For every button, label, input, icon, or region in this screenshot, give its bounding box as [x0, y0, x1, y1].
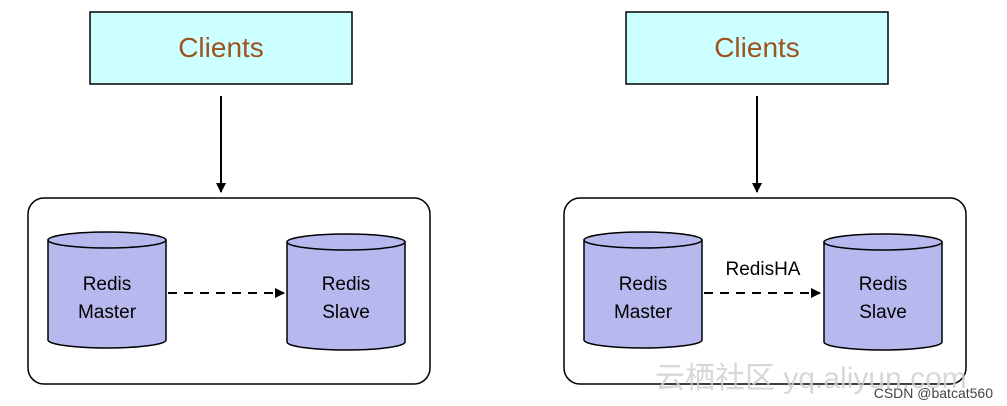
- clients-box: [89, 11, 353, 85]
- redis-master-label-line1: Redis: [619, 274, 668, 295]
- redis-master-cylinder: Redis Master: [583, 231, 703, 349]
- redisha-link-label: RedisHA: [726, 259, 801, 280]
- clients-label: Clients: [714, 32, 800, 63]
- redis-master-label-line2: Master: [614, 302, 673, 323]
- redis-slave-label-line2: Slave: [859, 302, 907, 323]
- redis-master-cylinder: Redis Master: [47, 231, 167, 349]
- site-watermark: 云栖社区 yq.aliyun.com: [655, 362, 967, 395]
- redis-slave-label-line1: Redis: [322, 274, 371, 295]
- diagram-left: Clients Redis Master Redis Slave: [27, 11, 431, 385]
- redis-slave-label-line1: Redis: [859, 274, 908, 295]
- csdn-watermark: CSDN @batcat560: [874, 385, 993, 401]
- clients-label: Clients: [178, 32, 264, 63]
- redis-slave-label-line2: Slave: [322, 302, 370, 323]
- diagram-right: Clients Redis Master RedisHA Redis Slave: [563, 11, 967, 385]
- redis-master-label-line2: Master: [78, 302, 137, 323]
- redis-slave-cylinder: Redis Slave: [286, 233, 406, 351]
- redis-master-label-line1: Redis: [83, 274, 132, 295]
- redis-slave-cylinder: Redis Slave: [823, 233, 943, 351]
- clients-box: [625, 11, 889, 85]
